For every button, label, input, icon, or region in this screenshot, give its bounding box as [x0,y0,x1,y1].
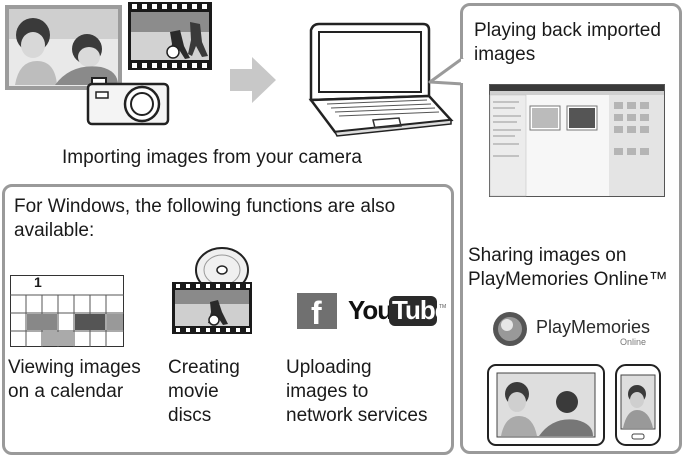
movie-disc-art [172,247,252,334]
windows-heading-line2: available: [14,220,95,241]
tablet-device [487,364,605,446]
calendar-day-number: 1 [34,274,42,290]
software-window-preview [489,84,665,197]
youtube-tube-text: Tube [392,295,449,325]
software-window-art [489,84,665,197]
facebook-icon[interactable]: f [297,293,337,331]
windows-heading-line1: For Windows, the following functions are… [14,196,396,217]
kids-photo [5,5,122,90]
playmemories-logo-subtext: Online [620,337,647,347]
calendar-grid-art [10,275,124,347]
youtube-you-text: You [348,295,393,325]
sharing-caption-line1: Sharing images on [468,245,627,266]
film-strip-photo [128,2,212,70]
youtube-tube-box: Tube [389,295,449,326]
panel-pointer [428,56,467,86]
laptop-icon [305,22,455,138]
youtube-tm-mark: TM [439,304,447,310]
facebook-f-glyph: f [311,295,322,331]
feature-movie-disc-caption: Creating movie discs [168,357,240,426]
youtube-logo[interactable]: You Tube TM [348,292,449,332]
tablet-device-art [487,364,605,446]
feature-calendar-caption: Viewing images on a calendar [8,357,141,402]
playmemories-orb-icon [493,312,527,346]
movie-disc-icon [170,246,254,336]
film-strip-art [128,2,212,70]
playback-caption: Playing back imported images [474,20,661,65]
camera-icon-art [86,77,170,126]
smartphone-device-art [615,364,661,446]
import-caption: Importing images from your camera [62,147,362,168]
smartphone-device [615,364,661,446]
sharing-caption-line2: PlayMemories Online™ [468,269,668,290]
camera-icon [86,77,170,126]
calendar-icon: 1 [10,274,124,347]
laptop-icon-art [308,22,454,137]
transfer-arrow-icon [228,55,278,105]
playmemories-logo: PlayMemories Online [492,309,672,353]
feature-upload-caption: Uploading images to network services [286,357,428,426]
transfer-arrow-shape [230,57,276,103]
playmemories-logo-text: PlayMemories [536,317,651,337]
kids-photo-art [9,9,118,86]
